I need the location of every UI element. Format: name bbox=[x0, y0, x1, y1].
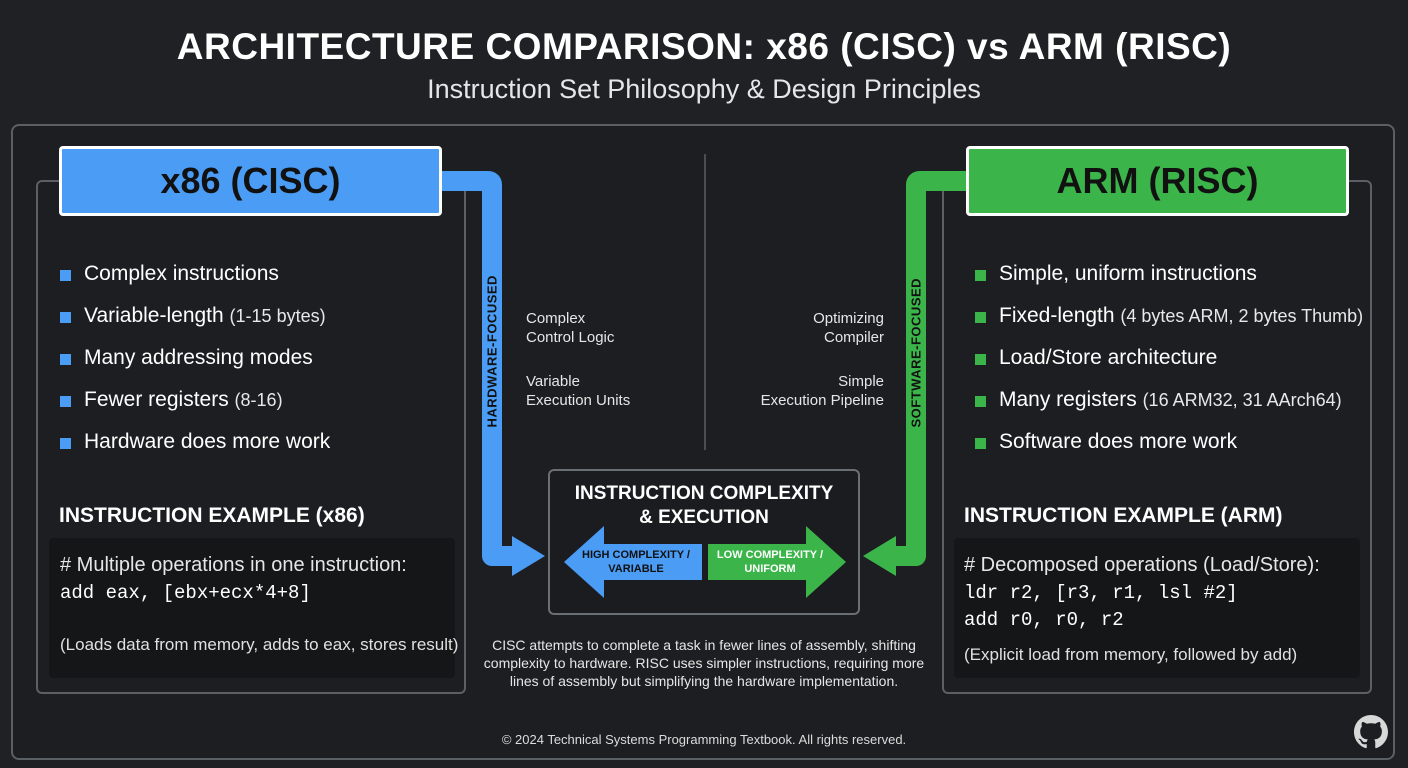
caption: CISC attempts to complete a task in fewe… bbox=[483, 637, 925, 689]
x86-code-box: # Multiple operations in one instruction… bbox=[49, 538, 459, 678]
left-arrow bbox=[564, 526, 702, 598]
hardware-focused-label: HARDWARE-FOCUSED bbox=[484, 275, 500, 428]
bullet-icon bbox=[60, 354, 71, 365]
x86-example-heading: INSTRUCTION EXAMPLE (x86) bbox=[59, 504, 365, 527]
code-line: add eax, [ebx+ecx*4+8] bbox=[60, 582, 311, 604]
code-note: (Explicit load from memory, followed by … bbox=[964, 645, 1298, 664]
hardware-arrowhead bbox=[512, 536, 545, 576]
code-line: ldr r2, [r3, r1, lsl #2] bbox=[964, 582, 1238, 604]
hardware-note: Complex Control Logic bbox=[526, 310, 615, 346]
page-subtitle: Instruction Set Philosophy & Design Prin… bbox=[427, 74, 981, 104]
github-icon[interactable] bbox=[1354, 715, 1388, 749]
bullet-icon bbox=[60, 438, 71, 449]
right-arrow bbox=[708, 526, 846, 598]
software-connector bbox=[886, 171, 966, 566]
software-focused-label: SOFTWARE-FOCUSED bbox=[908, 277, 924, 428]
code-note: (Loads data from memory, adds to eax, st… bbox=[60, 635, 459, 654]
copyright: © 2024 Technical Systems Programming Tex… bbox=[501, 732, 907, 747]
bullet-icon bbox=[60, 312, 71, 323]
software-note: Simple Execution Pipeline bbox=[760, 373, 884, 409]
bullet-icon bbox=[975, 396, 986, 407]
bullet-icon bbox=[60, 396, 71, 407]
arm-code-box: # Decomposed operations (Load/Store): ld… bbox=[954, 538, 1360, 678]
hardware-note: Variable Execution Units bbox=[526, 373, 631, 409]
page-title: ARCHITECTURE COMPARISON: x86 (CISC) vs A… bbox=[176, 26, 1232, 67]
bullet-icon bbox=[60, 270, 71, 281]
code-comment: # Decomposed operations (Load/Store): bbox=[964, 554, 1320, 576]
high-complexity-label: HIGH COMPLEXITY / VARIABLE bbox=[582, 549, 690, 575]
arm-feature-list: Simple, uniform instructions Fixed-lengt… bbox=[975, 262, 1375, 462]
bullet-icon bbox=[975, 438, 986, 449]
x86-feature-list: Complex instructions Variable-length (1-… bbox=[60, 262, 440, 462]
x86-header: x86 (CISC) bbox=[59, 146, 442, 216]
low-complexity-label: LOW COMPLEXITY / UNIFORM bbox=[716, 549, 824, 575]
center-divider bbox=[704, 154, 706, 450]
bullet-icon bbox=[975, 312, 986, 323]
code-comment: # Multiple operations in one instruction… bbox=[60, 554, 407, 576]
software-arrowhead bbox=[863, 536, 896, 576]
bullet-icon bbox=[975, 354, 986, 365]
software-note: Optimizing Compiler bbox=[813, 310, 884, 346]
complexity-arrows bbox=[564, 526, 846, 598]
code-line: add r0, r0, r2 bbox=[964, 609, 1124, 631]
hardware-connector bbox=[442, 171, 522, 566]
complexity-title: INSTRUCTION COMPLEXITY & EXECUTION bbox=[574, 483, 834, 528]
arm-header: ARM (RISC) bbox=[966, 146, 1349, 216]
arm-example-heading: INSTRUCTION EXAMPLE (ARM) bbox=[964, 504, 1283, 527]
bullet-icon bbox=[975, 270, 986, 281]
